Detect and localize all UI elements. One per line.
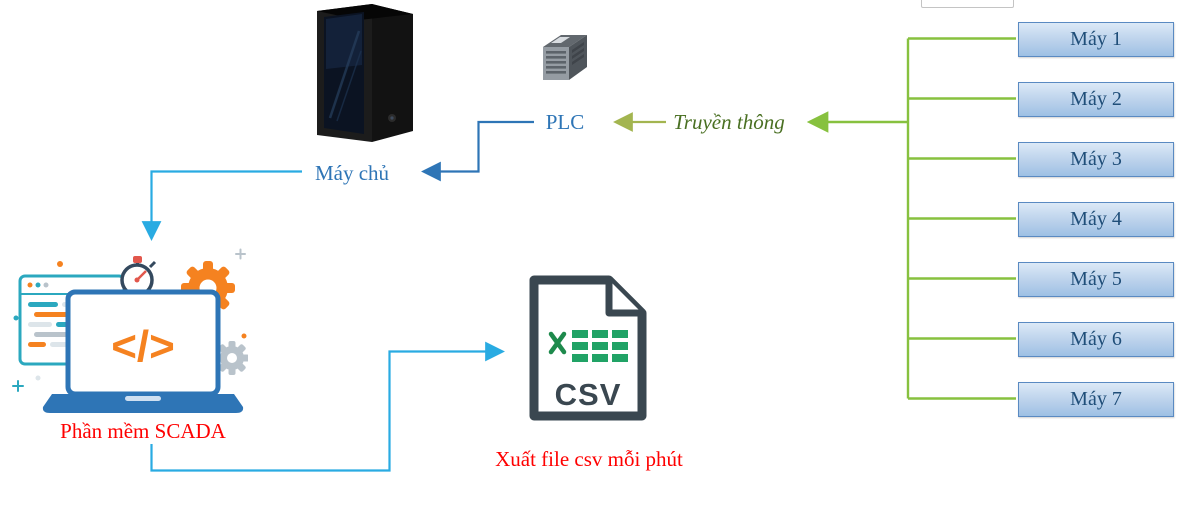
laptop-icon: </> (42, 289, 244, 413)
machine-label: Máy 3 (1070, 148, 1122, 170)
stopwatch-icon (120, 256, 157, 297)
plc-to-server-arrow (421, 120, 534, 182)
decoration-shapes (12, 248, 247, 392)
small-gear-icon (215, 341, 248, 375)
machine-box-5: Máy 5 (1018, 262, 1174, 297)
code-icon: </> (111, 322, 175, 371)
machine-box-3: Máy 3 (1018, 142, 1174, 177)
csv-file-icon: CSV (529, 275, 647, 421)
server-to-scada-arrow (141, 170, 302, 241)
machine-box-4: Máy 4 (1018, 202, 1174, 237)
csv-caption: Xuất file csv mỗi phút (495, 447, 683, 471)
communication-label: Truyền thông (673, 110, 785, 134)
machine-box-6: Máy 6 (1018, 322, 1174, 357)
scada-laptop-illustration: </> (12, 248, 248, 413)
server-label: Máy chủ (314, 161, 390, 185)
machine-label: Máy 7 (1070, 388, 1122, 410)
scada-to-csv-arrow (150, 341, 505, 472)
spreadsheet-grid-icon (548, 330, 628, 362)
plc-label: PLC (545, 110, 585, 134)
machine-box-1: Máy 1 (1018, 22, 1174, 57)
machine-connector-lines (908, 37, 1016, 400)
machine-label: Máy 1 (1070, 28, 1122, 50)
machine-label: Máy 2 (1070, 88, 1122, 110)
plc-device-icon (543, 35, 587, 80)
machine-label: Máy 4 (1070, 208, 1122, 230)
pc-tower-icon (317, 4, 413, 142)
machine-box-7: Máy 7 (1018, 382, 1174, 417)
machine-label: Máy 6 (1070, 328, 1122, 350)
csv-file-text: CSV (555, 377, 622, 412)
machine-box-2: Máy 2 (1018, 82, 1174, 117)
machine-label: Máy 5 (1070, 268, 1122, 290)
scada-label: Phần mềm SCADA (60, 419, 226, 443)
cropped-shape (921, 0, 1014, 8)
